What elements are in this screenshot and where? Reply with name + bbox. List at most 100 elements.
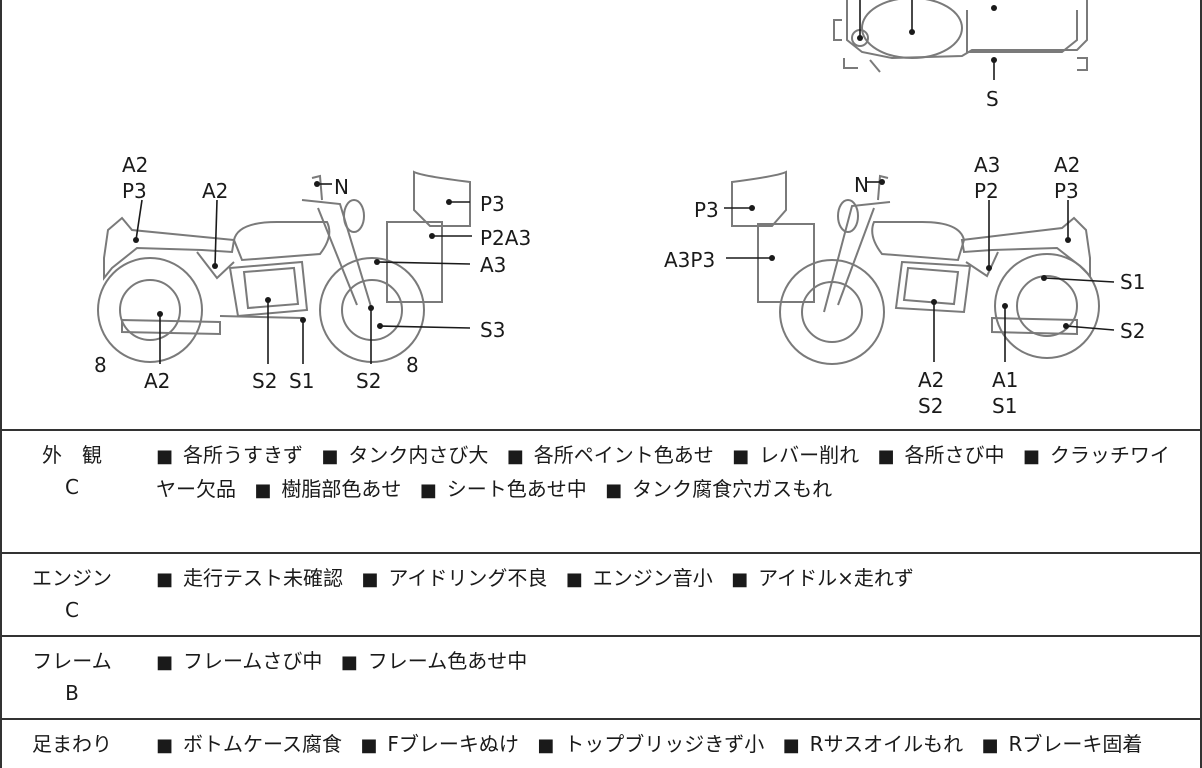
top-view-label: S	[986, 87, 999, 111]
issue-text: フレームさび中	[183, 649, 323, 673]
right-label-7: S1	[1120, 270, 1145, 294]
issue-item: ■クラッチワイヤー欠品	[156, 443, 1170, 501]
issue-text: エンジン音小	[592, 566, 713, 590]
right-label-0: P3	[694, 198, 719, 222]
right-label-11: A1	[992, 368, 1018, 392]
left-label-11: S1	[289, 369, 314, 393]
left-view-motorcycle	[97, 170, 471, 363]
bullet-square-icon: ■	[731, 569, 749, 590]
right-label-8: S2	[1120, 319, 1145, 343]
issue-text: 樹脂部色あせ	[281, 477, 402, 501]
bullet-square-icon: ■	[254, 480, 272, 501]
issue-text: タンク内さび大	[348, 443, 489, 467]
issue-list: ■ ボトムケース腐食 ■Fブレーキぬけ ■ トップブリッジきず小 ■ Rサスオイルもれ…	[142, 718, 1202, 768]
issue-item: ■Fブレーキぬけ	[360, 732, 519, 756]
bullet-square-icon: ■	[782, 735, 800, 756]
issue-item: ■ トップブリッジきず小	[537, 732, 764, 756]
issue-item: ■ シート色あせ中	[420, 477, 587, 501]
left-label-6: A3	[480, 253, 506, 277]
grade-label: B	[65, 681, 79, 705]
issue-item: ■ 走行テスト未確認	[156, 566, 343, 590]
right-label-1: N	[854, 173, 869, 197]
report-row-engine: エンジン C ■ 走行テスト未確認 ■ アイドリング不良 ■ エンジン音小 ■ アイドル…	[0, 552, 1202, 636]
issue-list: ■ 各所うすきず ■ タンク内さび大 ■ 各所ペイント色あせ ■ レバー削れ ■ 各所さび…	[142, 429, 1202, 553]
right-label-4: A2	[1054, 153, 1080, 177]
right-label-6: A3P3	[664, 248, 715, 272]
issue-item: ■ フレームさび中	[156, 649, 322, 673]
motorcycle-diagram: S	[94, 0, 1145, 418]
issue-text: レバー削れ	[759, 443, 860, 467]
row-header: 足まわり	[0, 718, 142, 768]
issue-text: 走行テスト未確認	[183, 566, 344, 590]
right-label-3: P2	[974, 179, 999, 203]
issue-item: ■ 樹脂部色あせ	[254, 477, 401, 501]
issue-item: ■ Rブレーキ固着	[982, 732, 1143, 756]
issue-item: ■ 各所ペイント色あせ	[507, 443, 714, 467]
left-label-1: P3	[122, 179, 147, 203]
grade-label: C	[65, 475, 79, 499]
left-label-2: A2	[202, 179, 228, 203]
bullet-square-icon: ■	[419, 480, 437, 501]
condition-diagram: S	[0, 0, 1202, 429]
issue-text: 各所さび中	[904, 443, 1005, 467]
issue-item: ■ タンク内さび大	[321, 443, 488, 467]
bullet-square-icon: ■	[605, 480, 623, 501]
issue-item: ■ 各所さび中	[878, 443, 1005, 467]
issue-text: 各所うすきず	[183, 443, 304, 467]
left-label-5: P2A3	[480, 226, 531, 250]
issue-item: ■ レバー削れ	[732, 443, 859, 467]
condition-report-table: 外 観 C ■ 各所うすきず ■ タンク内さび大 ■ 各所ペイント色あせ ■ レバー削れ…	[0, 429, 1202, 768]
issue-text: フレーム色あせ中	[367, 649, 528, 673]
top-view-motorcycle	[833, 0, 1088, 73]
bullet-square-icon: ■	[877, 446, 895, 467]
issue-item: ■ アイドリング不良	[361, 566, 547, 590]
right-view-motorcycle	[731, 170, 1100, 365]
report-row-exterior: 外 観 C ■ 各所うすきず ■ タンク内さび大 ■ 各所ペイント色あせ ■ レバー削れ…	[0, 429, 1202, 553]
issue-item: ■タンク腐食穴ガスもれ	[605, 477, 832, 501]
bullet-square-icon: ■	[156, 446, 174, 467]
bullet-square-icon: ■	[537, 735, 555, 756]
bullet-square-icon: ■	[156, 569, 174, 590]
issue-item: ■ 各所うすきず	[156, 443, 303, 467]
right-label-12: S1	[992, 394, 1017, 418]
issue-list: ■ 走行テスト未確認 ■ アイドリング不良 ■ エンジン音小 ■ アイドル×走れず	[142, 552, 1202, 636]
report-row-frame: フレーム B ■ フレームさび中 ■ フレーム色あせ中	[0, 635, 1202, 719]
row-header: フレーム B	[0, 635, 142, 719]
left-label-10: S2	[252, 369, 277, 393]
issue-item: ■ ボトムケース腐食	[156, 732, 342, 756]
issue-list: ■ フレームさび中 ■ フレーム色あせ中	[142, 635, 1202, 719]
left-label-3: N	[334, 175, 349, 199]
category-label: フレーム	[32, 649, 112, 673]
row-header: 外 観 C	[0, 429, 142, 553]
bullet-square-icon: ■	[321, 446, 339, 467]
issue-item: ■ アイドル×走れず	[731, 566, 914, 590]
category-label: エンジン	[32, 566, 112, 590]
issue-text: Rブレーキ固着	[1008, 732, 1143, 756]
issue-item: ■ Rサスオイルもれ	[783, 732, 964, 756]
left-label-9: A2	[144, 369, 170, 393]
grade-label: C	[65, 598, 79, 622]
issue-text: アイドリング不良	[388, 566, 548, 590]
issue-text: クラッチワイヤー欠品	[156, 443, 1170, 501]
left-label-0: A2	[122, 153, 148, 177]
bullet-square-icon: ■	[732, 446, 750, 467]
issue-text: トップブリッジきず小	[564, 732, 765, 756]
issue-text: 各所ペイント色あせ	[533, 443, 714, 467]
issue-text: ボトムケース腐食	[183, 732, 343, 756]
bullet-square-icon: ■	[361, 569, 379, 590]
left-label-4: P3	[480, 192, 505, 216]
bullet-square-icon: ■	[565, 569, 583, 590]
bullet-square-icon: ■	[1022, 446, 1040, 467]
report-row-suspension: 足まわり ■ ボトムケース腐食 ■Fブレーキぬけ ■ トップブリッジきず小 ■ Rサス…	[0, 718, 1202, 768]
bullet-square-icon: ■	[156, 735, 174, 756]
issue-text: シート色あせ中	[446, 477, 587, 501]
bullet-square-icon: ■	[156, 652, 174, 673]
bullet-square-icon: ■	[506, 446, 524, 467]
issue-text: Rサスオイルもれ	[809, 732, 964, 756]
issue-item: ■ エンジン音小	[566, 566, 713, 590]
right-label-10: S2	[918, 394, 943, 418]
issue-text: アイドル×走れず	[758, 566, 914, 590]
right-label-9: A2	[918, 368, 944, 392]
bullet-square-icon: ■	[981, 735, 999, 756]
